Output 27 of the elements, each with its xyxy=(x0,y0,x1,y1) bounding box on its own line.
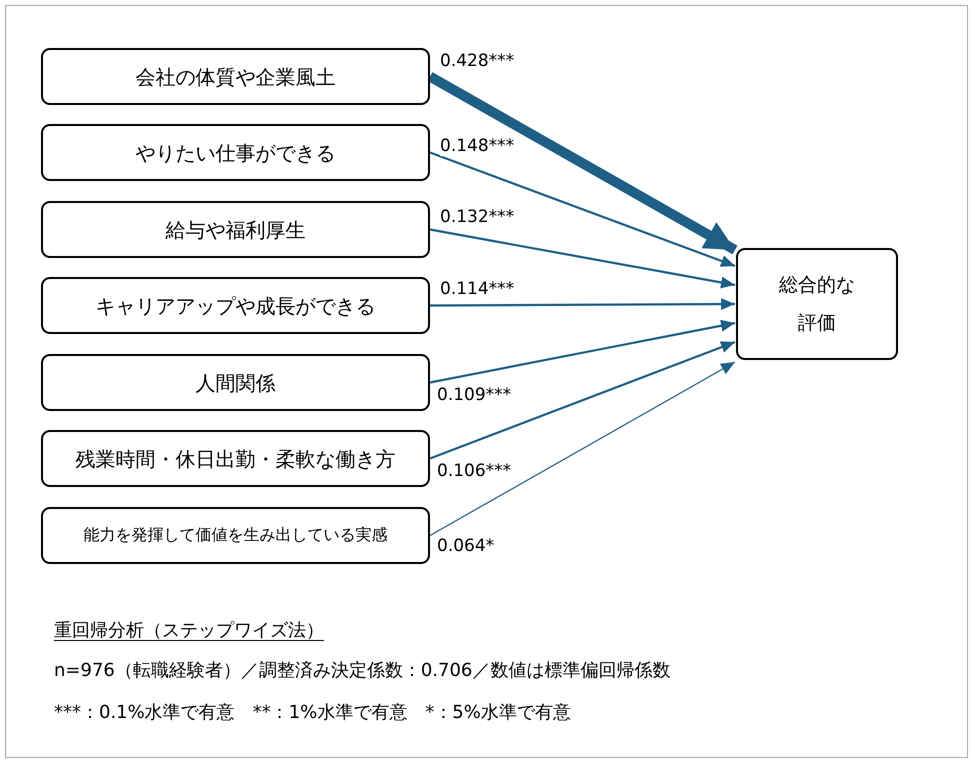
arrow xyxy=(430,361,736,536)
note-text: ***：0.1%水準で有意 **：1%水準で有意 *：5%水準で有意 xyxy=(54,701,571,724)
edge-label: 0.148*** xyxy=(440,137,514,156)
factor-box xyxy=(41,430,430,487)
node-text: 給与や福利厚生 xyxy=(166,216,306,242)
factor-box xyxy=(41,277,430,334)
arrow xyxy=(430,298,735,310)
node-text: 残業時間・休日出勤・柔軟な働き方 xyxy=(76,446,396,472)
factor-box xyxy=(41,48,430,105)
factor-box xyxy=(41,124,430,181)
arrow xyxy=(430,151,736,268)
note-text: 重回帰分析（ステップワイズ法） xyxy=(54,619,324,642)
arrow xyxy=(430,320,736,384)
node-text: 人間関係 xyxy=(196,370,276,396)
node-text: 能力を発揮して価値を生み出している実感 xyxy=(84,525,388,546)
factor-box xyxy=(41,201,430,258)
arrow xyxy=(428,72,738,254)
arrow xyxy=(430,228,736,288)
node-text: キャリアアップや成長ができる xyxy=(96,292,376,318)
node-text: 会社の体質や企業風土 xyxy=(136,64,336,90)
node-text: やりたい仕事ができる xyxy=(136,140,336,166)
factor-box xyxy=(41,507,430,564)
factor-box xyxy=(736,248,898,360)
node-text: 総合的な評価 xyxy=(778,273,856,336)
arrow xyxy=(430,340,736,460)
factor-box xyxy=(41,354,430,411)
note-text: n=976（転職経験者）／調整済み決定係数：0.706／数値は標準偏回帰係数 xyxy=(54,659,670,682)
